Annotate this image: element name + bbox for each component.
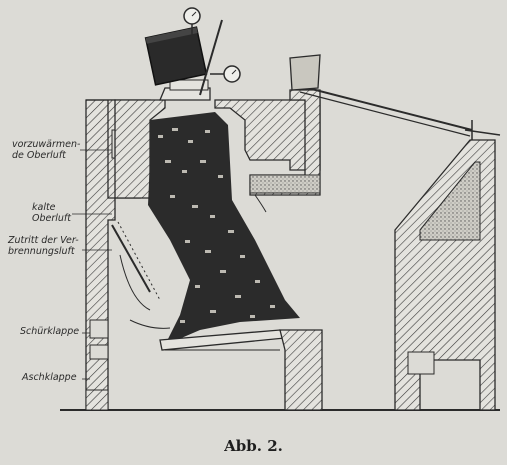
label-line-1: Zutritt der Ver- bbox=[8, 235, 79, 246]
right-pier bbox=[279, 329, 323, 411]
feed-hopper bbox=[159, 87, 211, 101]
coal-bucket bbox=[144, 26, 208, 86]
label-line-2: brennungsluft bbox=[8, 245, 75, 257]
label-line-2: de Oberluft bbox=[12, 149, 66, 161]
label-leaders bbox=[72, 149, 112, 380]
air-flow-arrow-3 bbox=[254, 194, 267, 213]
label-stoke-flap: Schürklappe bbox=[20, 326, 80, 337]
stoke-flap-opening bbox=[89, 319, 109, 339]
grate-bars bbox=[117, 221, 161, 301]
label-ash-flap: Aschklappe bbox=[22, 372, 77, 383]
ash-flap-opening bbox=[89, 344, 109, 360]
figure-caption: Abb. 2. bbox=[224, 437, 283, 455]
air-flow-arrow-1 bbox=[119, 254, 151, 311]
ash-pit-left-step bbox=[85, 389, 109, 411]
hopper-neck bbox=[169, 79, 209, 91]
conveyor-arm-bottom bbox=[299, 91, 471, 137]
lever-arm bbox=[199, 19, 223, 96]
label-line-1: kalte bbox=[32, 202, 56, 213]
label-preheated-top-air: vorzuwärmen- de Oberluft bbox=[12, 139, 81, 161]
flue-band bbox=[249, 174, 321, 194]
top-slab-right bbox=[214, 99, 321, 171]
bunker-fill bbox=[419, 161, 481, 241]
bunker-opening bbox=[407, 351, 435, 375]
label-line-2: Oberluft bbox=[32, 212, 71, 224]
coal-texture bbox=[158, 128, 275, 323]
label-cold-top-air: kalte Oberluft bbox=[32, 202, 71, 224]
conveyor-head bbox=[289, 54, 321, 91]
air-flow-arrow-2 bbox=[129, 319, 171, 329]
conveyor-arm-top bbox=[299, 85, 473, 131]
grate-upper bbox=[111, 224, 151, 293]
label-line-1: vorzuwärmen- bbox=[12, 139, 81, 150]
label-combustion-air: Zutritt der Ver- brennungsluft bbox=[8, 235, 79, 257]
